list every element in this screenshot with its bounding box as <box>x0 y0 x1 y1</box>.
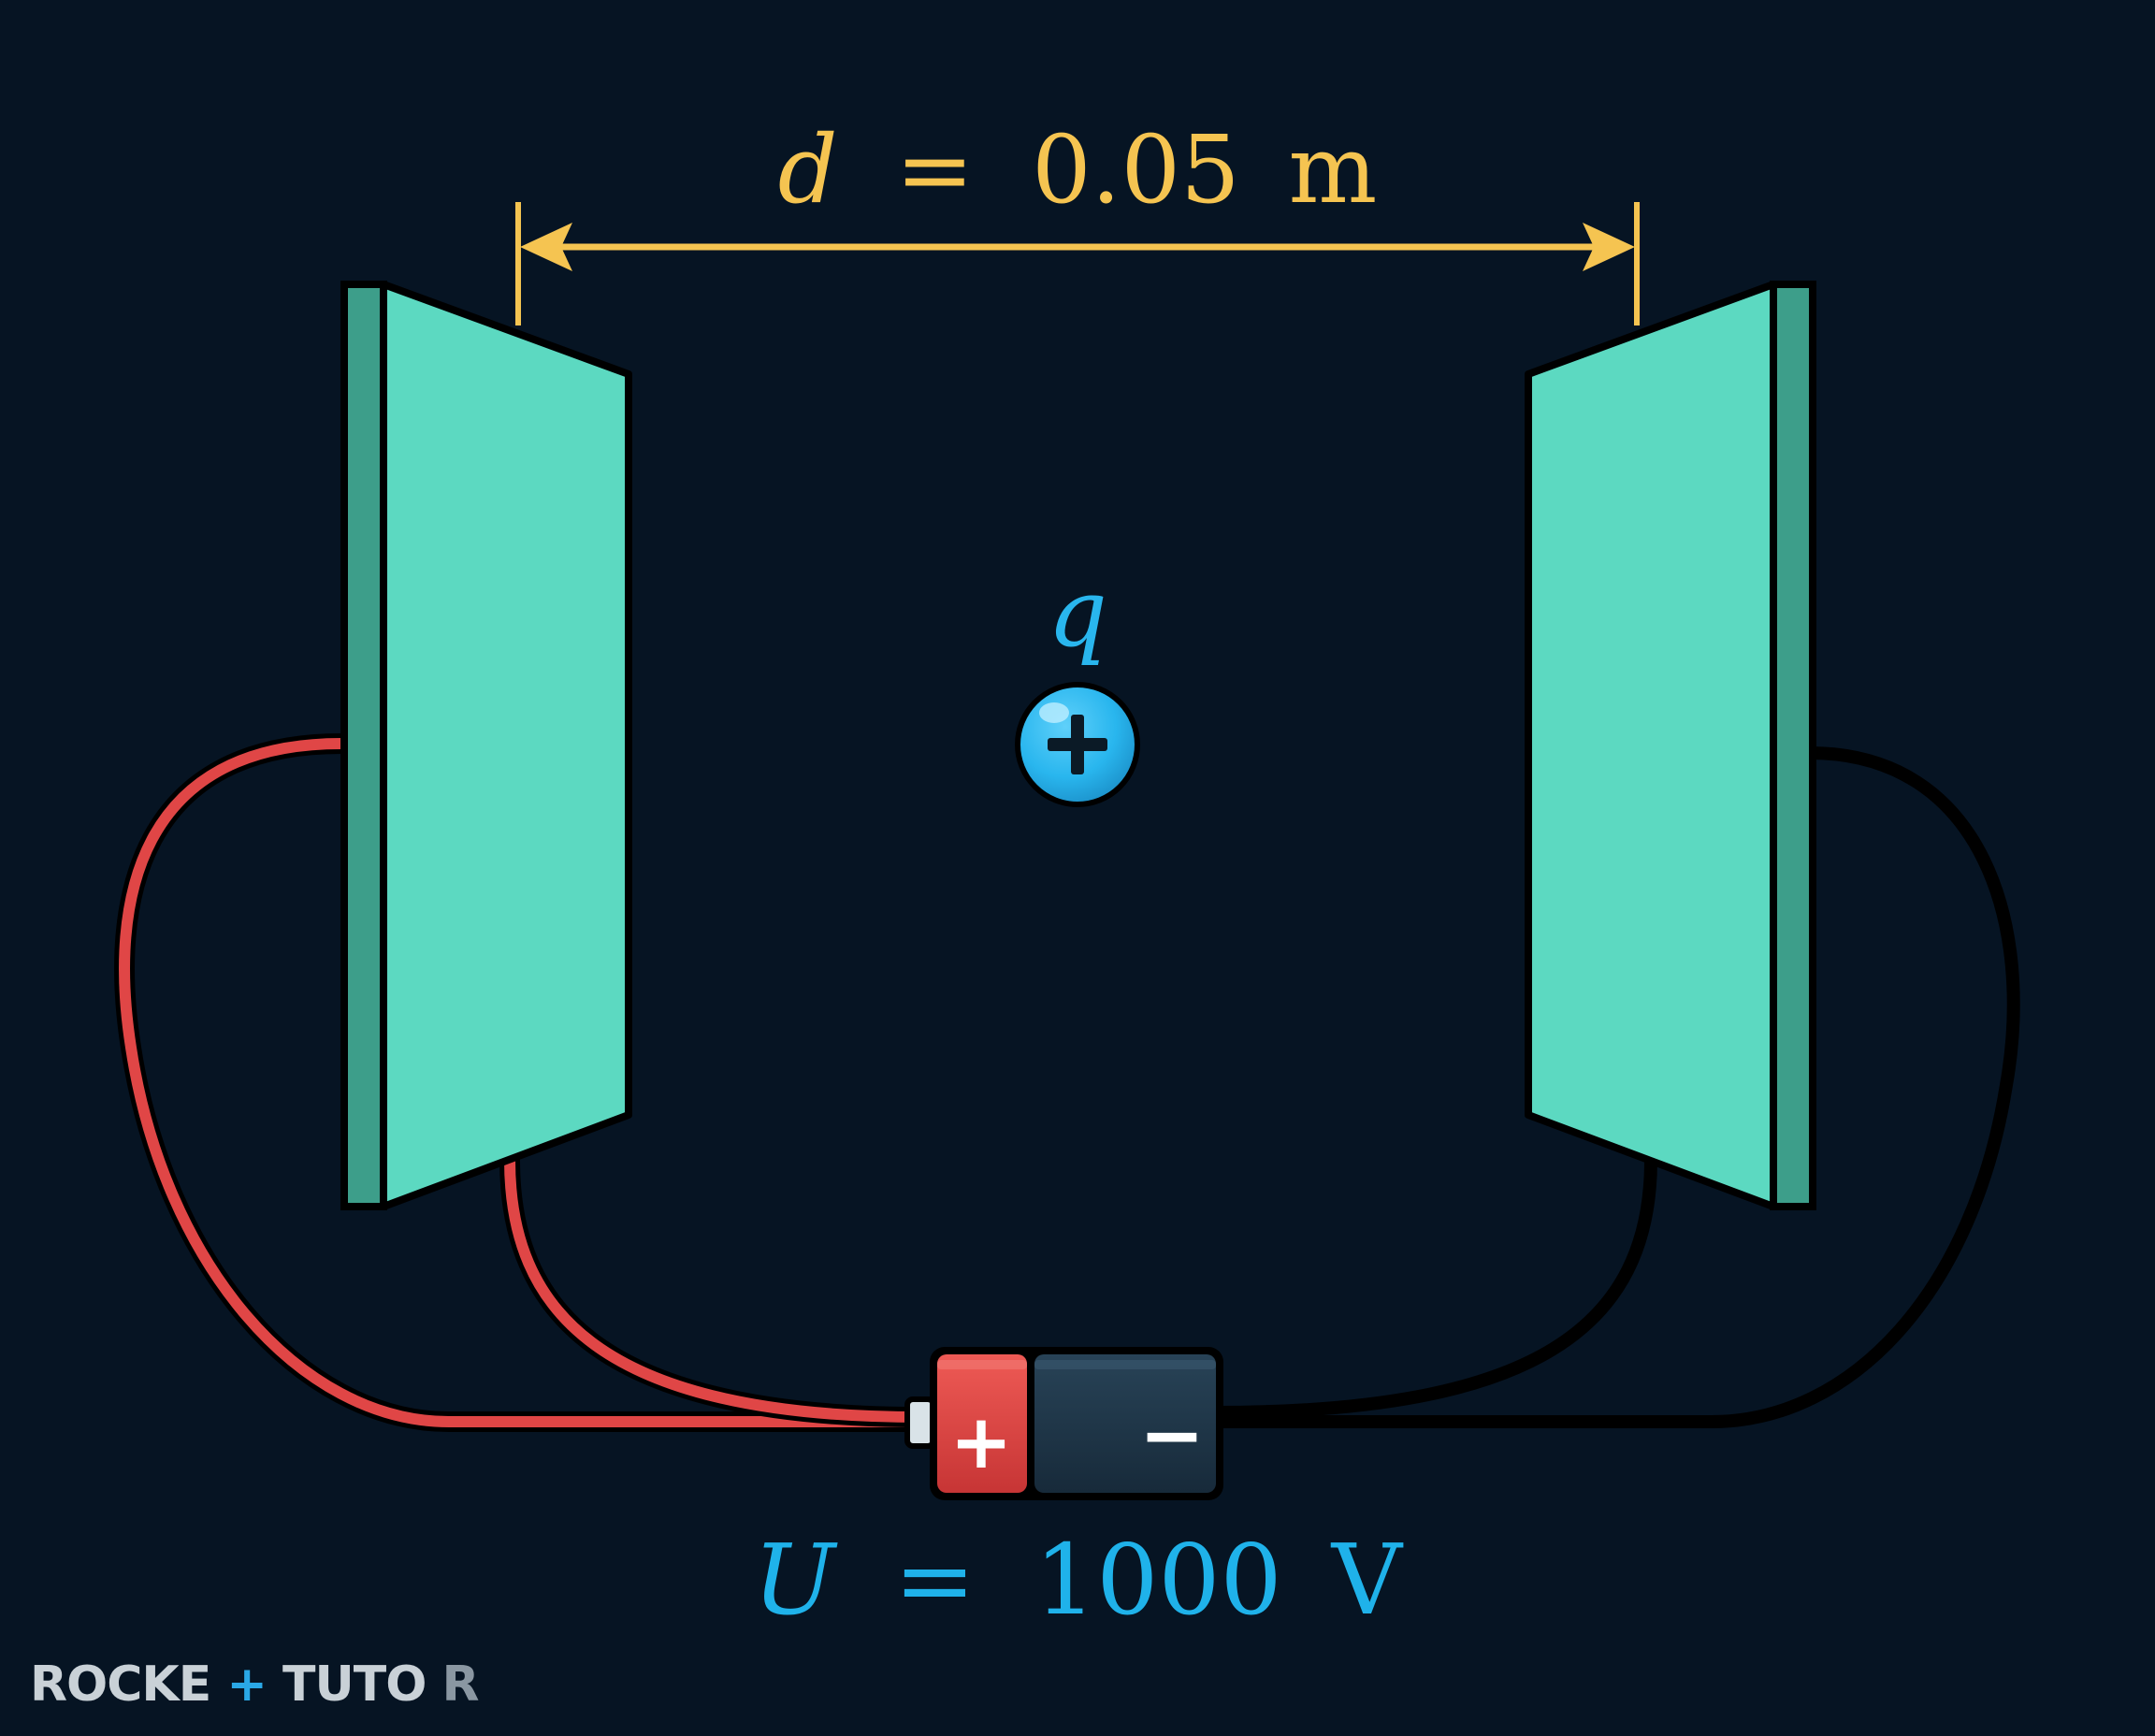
battery-plus-sign: + <box>949 1398 1012 1485</box>
dimension-arrowhead-left <box>520 223 572 271</box>
right-plate <box>1525 281 1816 1210</box>
distance-value: 0.05 <box>1032 115 1240 224</box>
charge-highlight <box>1039 702 1069 723</box>
battery-terminal <box>904 1396 936 1449</box>
logo-part-1: ROCKE <box>30 1656 210 1713</box>
right-plate-face <box>1525 281 1777 1210</box>
charge-particle <box>1015 682 1140 807</box>
negative-outer-wire <box>1209 746 2020 1428</box>
voltage-equals: = <box>894 1523 976 1637</box>
charge-plus-icon <box>1048 715 1107 774</box>
distance-unit: m <box>1289 115 1378 224</box>
positive-wires <box>114 733 932 1432</box>
battery: + − <box>904 1347 1223 1500</box>
logo-part-4: R <box>442 1656 479 1713</box>
logo-part-3: TUTO <box>282 1656 426 1713</box>
logo-part-2: + <box>226 1656 267 1713</box>
distance-equals: = <box>895 115 974 224</box>
voltage-unit: V <box>1330 1523 1404 1637</box>
voltage-value: 1000 <box>1034 1523 1282 1637</box>
voltage-symbol: U <box>753 1523 838 1637</box>
battery-negative-segment <box>1034 1354 1216 1493</box>
left-plate-edge <box>340 281 387 1210</box>
distance-symbol: d <box>778 115 838 224</box>
distance-dimension <box>515 202 1640 326</box>
distance-label: d = 0.05 m <box>778 115 1378 224</box>
negative-wires <box>1209 746 2020 1428</box>
negative-inner-wire <box>1209 1153 1657 1419</box>
charge-label: q <box>1048 558 1107 668</box>
voltage-label: U = 1000 V <box>753 1523 1404 1637</box>
left-plate-face <box>380 281 632 1210</box>
left-plate <box>340 281 632 1210</box>
positive-inner-wire <box>504 1154 927 1423</box>
battery-minus-sign: − <box>1139 1389 1205 1481</box>
dimension-arrowhead-right <box>1583 223 1635 271</box>
positive-outer-wire <box>119 738 927 1427</box>
right-plate-edge <box>1770 281 1816 1210</box>
battery-positive-segment <box>937 1354 1027 1493</box>
rocket-tutor-logo: ROCKE + TUTO R <box>30 1656 479 1713</box>
